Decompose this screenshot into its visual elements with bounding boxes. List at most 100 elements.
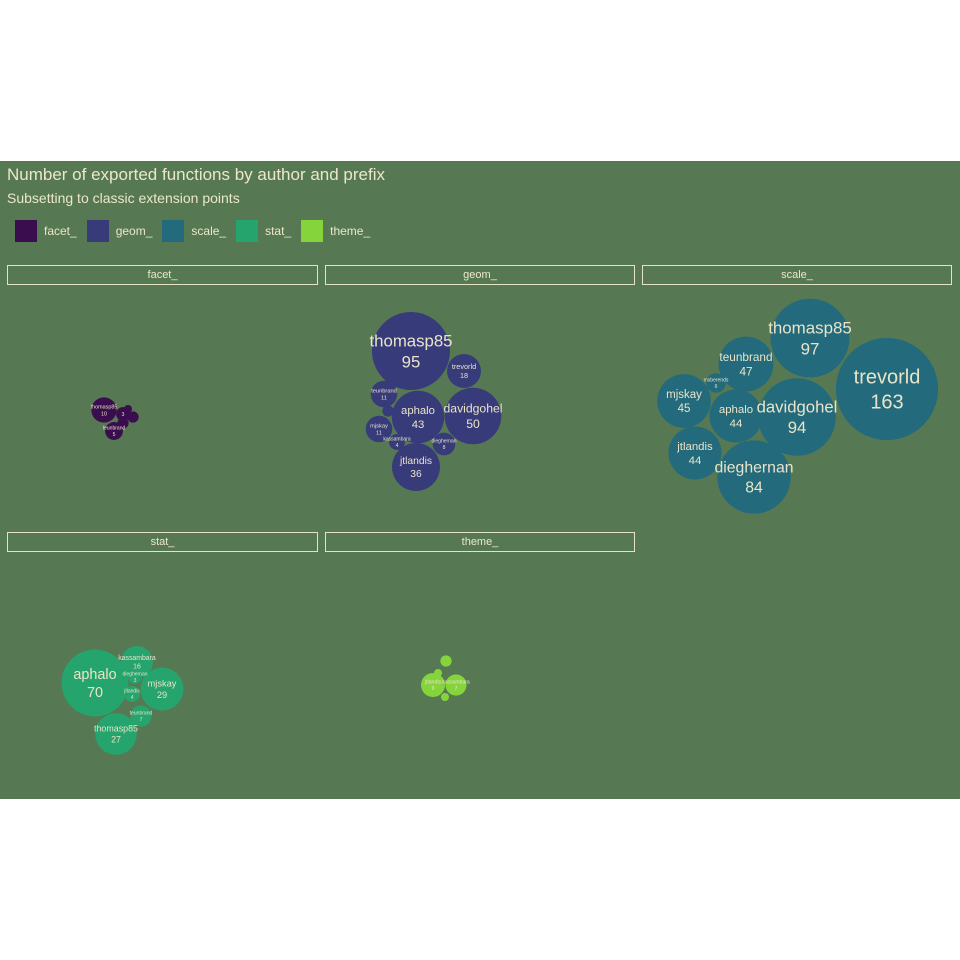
legend-key-theme — [301, 220, 324, 242]
bubble-label-scale-thomasp85: thomasp85 — [768, 318, 852, 337]
legend-key-scale — [162, 220, 185, 242]
bubble-label-geom-teunbrand: teunbrand — [371, 388, 397, 394]
bubble-value-stat-dieghernan: 3 — [134, 678, 137, 684]
bubble-value-facet-thomasp85: 10 — [101, 411, 107, 417]
bubble-value-scale-davidgohel: 94 — [788, 418, 807, 437]
bubble-label-scale-jtlandis: jtlandis — [676, 441, 713, 453]
bubble-geom-dieghernan — [432, 432, 456, 456]
bubble-label-scale-mjskay: mjskay — [666, 389, 702, 401]
bubble-geom-davidgohel — [444, 387, 502, 445]
bubble-label-facet-teunbrand: teunbrand — [103, 426, 126, 432]
bubble-facet-unlabelled-3 — [127, 411, 139, 423]
bubble-theme-kassambara — [445, 674, 467, 696]
bubble-scale-dieghernan — [717, 440, 791, 514]
bubble-label-facet-thomasp85: thomasp85 — [91, 405, 118, 411]
bubble-geom-kassambara — [389, 434, 405, 450]
bubble-scale-thomasp85 — [770, 298, 850, 378]
bubble-stat-teunbrand — [130, 705, 152, 727]
bubble-value-geom-mjskay: 11 — [376, 431, 382, 437]
bubble-value-stat-aphalo: 70 — [87, 685, 103, 701]
bubble-label-geom-mjskay: mjskay — [370, 423, 388, 429]
bubble-value-geom-kassambara: 4 — [396, 443, 399, 449]
legend-item-theme: theme_ — [301, 220, 370, 242]
bubble-geom-thomasp85 — [372, 312, 450, 390]
bubble-label-geom-trevorld: trevorld — [452, 362, 476, 371]
bubble-value-geom-dieghernan: 8 — [443, 445, 446, 451]
bubble-label-stat-mjskay: mjskay — [148, 678, 177, 688]
bubble-value-geom-thomasp85: 95 — [402, 352, 421, 371]
bubble-geom-aphalo — [391, 390, 445, 444]
facet-strip-geom: geom_ — [325, 265, 635, 285]
bubble-label-stat-jtlandis: jtlandis — [123, 689, 140, 695]
bubble-geom-jtlandis — [392, 443, 440, 491]
bubble-theme-jtlandis — [421, 673, 445, 697]
bubble-stat-mjskay — [140, 667, 184, 711]
bubble-value-geom-jtlandis: 36 — [410, 469, 422, 480]
bubble-chart: thomasp8510teunbrand53thomasp8595davidgo… — [61, 298, 939, 755]
facet-strip-facet: facet_ — [7, 265, 318, 285]
bubble-value-scale-mjskay: 45 — [678, 403, 691, 415]
chart-panel: Number of exported functions by author a… — [0, 161, 960, 799]
legend-label-theme: theme_ — [330, 224, 371, 238]
bubble-label-geom-aphalo: aphalo — [401, 405, 435, 417]
bubble-facet-unlabelled-5 — [124, 405, 132, 413]
bubble-label-geom-davidgohel: davidgohel — [444, 402, 503, 416]
legend-item-geom: geom_ — [86, 220, 153, 242]
bubble-value-theme-kassambara: 7 — [455, 686, 458, 692]
bubble-value-stat-kassambara: 16 — [133, 664, 141, 671]
bubble-geom-mjskay — [365, 415, 393, 443]
bubble-scale-davidgohel — [758, 378, 836, 456]
bubble-label-scale-msberends: msberends — [704, 378, 729, 384]
bubble-theme-unlabelled-4 — [434, 669, 442, 677]
chart-title: Number of exported functions by author a… — [7, 165, 385, 184]
bubble-stat-aphalo — [61, 649, 129, 717]
facet-strip-stat: stat_ — [7, 532, 318, 552]
bubble-value-theme-jtlandis: 9 — [432, 686, 435, 692]
legend-label-geom: geom_ — [115, 224, 153, 238]
chart-subtitle: Subsetting to classic extension points — [7, 190, 240, 206]
bubble-value-geom-trevorld: 18 — [460, 371, 468, 380]
bubble-value-scale-teunbrand: 47 — [739, 364, 752, 378]
bubble-theme-thomasp85 — [440, 655, 452, 667]
bubble-stat-dieghernan — [128, 670, 142, 684]
bubble-geom-trevorld — [447, 354, 481, 388]
bubble-value-stat-jtlandis: 4 — [131, 695, 134, 701]
bubble-facet-unlabelled-4 — [117, 417, 129, 429]
bubble-label-geom-kassambara: kassambara — [383, 437, 410, 443]
bubble-facet-teunbrand — [105, 422, 123, 440]
legend-label-facet: facet_ — [44, 224, 77, 238]
bubble-label-theme-kassambara: kassambara — [442, 680, 469, 686]
facet-strip-scale: scale_ — [642, 265, 952, 285]
legend-key-stat — [236, 220, 259, 242]
bubble-label-scale-aphalo: aphalo — [719, 404, 753, 416]
legend-item-stat: stat_ — [236, 220, 291, 242]
bubble-value-geom-davidgohel: 50 — [466, 417, 480, 431]
bubble-value-facet-2: 3 — [122, 412, 125, 418]
legend-item-facet: facet_ — [15, 220, 77, 242]
bubble-value-stat-mjskay: 29 — [157, 690, 167, 700]
bubble-scale-jtlandis — [668, 426, 722, 480]
bubble-value-geom-teunbrand: 11 — [381, 396, 387, 402]
bubble-scale-teunbrand — [718, 336, 774, 392]
bubble-label-geom-dieghernan: dieghernan — [431, 439, 456, 445]
facet-strip-theme: theme_ — [325, 532, 635, 552]
bubble-label-stat-thomasp85: thomasp85 — [94, 724, 138, 734]
bubble-geom-unlabelled-9 — [382, 405, 394, 417]
legend-label-scale: scale_ — [191, 224, 227, 238]
bubble-label-scale-dieghernan: dieghernan — [714, 460, 793, 477]
bubble-stat-kassambara — [121, 646, 153, 678]
bubble-stat-thomasp85 — [95, 713, 137, 755]
legend-label-stat: stat_ — [265, 224, 292, 238]
bubble-value-facet-teunbrand: 5 — [113, 432, 116, 438]
bubble-scale-aphalo — [709, 389, 763, 443]
bubble-label-geom-jtlandis: jtlandis — [399, 456, 432, 467]
bubble-label-stat-teunbrand: teunbrand — [130, 711, 153, 717]
bubble-theme-unlabelled-3 — [441, 693, 449, 701]
bubble-value-scale-trevorld: 163 — [870, 391, 903, 413]
bubble-value-stat-thomasp85: 27 — [111, 735, 121, 745]
bubble-scale-mjskay — [657, 374, 711, 428]
bubble-value-scale-jtlandis: 44 — [689, 455, 702, 467]
bubble-value-geom-aphalo: 43 — [412, 419, 425, 431]
bubble-label-stat-dieghernan: dieghernan — [122, 672, 147, 678]
bubble-label-scale-davidgohel: davidgohel — [757, 397, 838, 416]
